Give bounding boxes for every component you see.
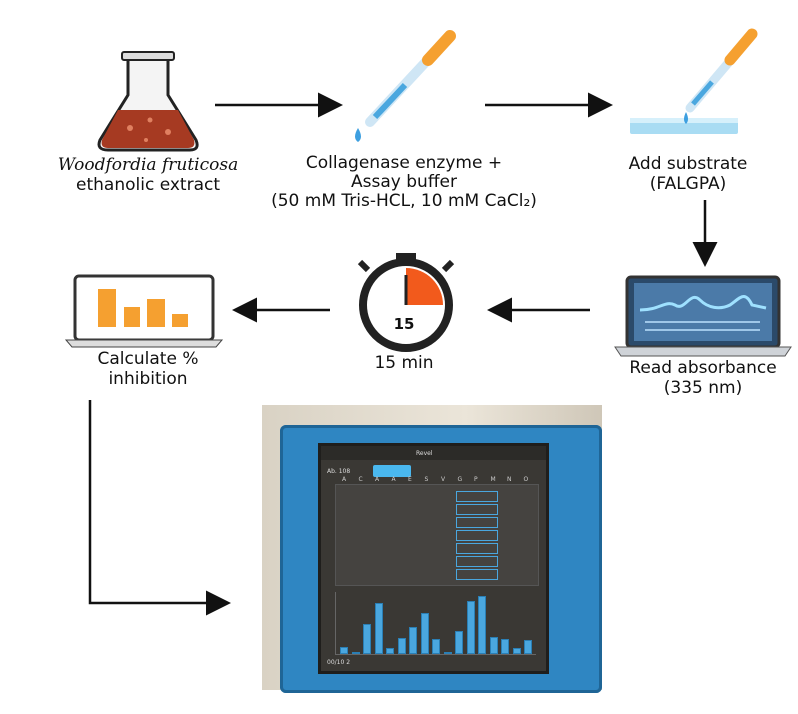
- device-bar: [443, 652, 452, 654]
- enzyme-label-3: (50 mM Tris-HCL, 10 mM CaCl₂): [271, 191, 537, 211]
- device-bar: [340, 647, 348, 654]
- table-cell: [456, 543, 498, 554]
- extract-label-2: ethanolic extract: [76, 175, 220, 195]
- dropper-icon: [355, 30, 456, 142]
- calculate-label-2: inhibition: [108, 369, 188, 389]
- extract-label-1: Woodfordia fruticosa: [57, 155, 239, 175]
- table-cell: [456, 517, 498, 528]
- dropper-slide-icon: [630, 28, 758, 134]
- device-bar: [524, 639, 532, 654]
- table-column-header: E: [408, 476, 412, 483]
- laptop-bar-chart-icon: [64, 274, 224, 348]
- device-bar: [363, 623, 371, 654]
- plate-reader-photo: Revel Ab. 108 A C A A E S V G P M N O 00/10 2: [262, 405, 602, 693]
- device-bar: [351, 651, 360, 654]
- laptop-spectrum-icon: [614, 275, 792, 357]
- flask-icon: [97, 51, 199, 152]
- device-tab-button[interactable]: [373, 465, 411, 477]
- device-frame: Revel Ab. 108 A C A A E S V G P M N O 00/10 2: [280, 425, 602, 693]
- device-bar: [512, 648, 521, 654]
- table-column-header: A: [375, 476, 380, 483]
- enzyme-label-1: Collagenase enzyme +: [305, 153, 503, 173]
- substrate-label-1: Add substrate: [628, 154, 748, 174]
- table-column-header: A: [391, 476, 396, 483]
- device-title: Revel: [416, 450, 433, 457]
- device-bar: [501, 638, 509, 654]
- table-cell: [456, 504, 498, 515]
- table-cell: [456, 556, 498, 567]
- table-cell: [456, 491, 498, 502]
- stopwatch-icon: [357, 253, 455, 352]
- device-bar: [455, 630, 463, 654]
- timer-value: 15: [393, 315, 415, 333]
- device-bar: [374, 602, 383, 654]
- device-bar: [386, 648, 394, 654]
- table-column-header: A: [342, 476, 347, 483]
- screen-topbar: Revel: [321, 446, 546, 460]
- substrate-label-2: (FALGPA): [649, 174, 727, 194]
- device-bar: [420, 613, 429, 654]
- table-column-header: O: [523, 476, 529, 483]
- arrow-6: [88, 400, 231, 616]
- device-bar: [397, 637, 406, 654]
- device-bar: [432, 638, 440, 654]
- enzyme-label-2: Assay buffer: [351, 172, 457, 192]
- device-bar: [466, 600, 475, 654]
- device-bar: [409, 627, 417, 654]
- device-footer: 00/10 2: [327, 659, 351, 666]
- device-bar: [489, 636, 498, 654]
- table-column-header: N: [507, 476, 512, 483]
- table-column-header: V: [441, 476, 446, 483]
- device-field: Ab. 108: [327, 468, 351, 475]
- table-column-header: M: [490, 476, 496, 483]
- table-column-header: P: [474, 476, 478, 483]
- table-column-header: G: [457, 476, 463, 483]
- calculate-label-1: Calculate %: [97, 349, 199, 369]
- absorbance-label-2: (335 nm): [663, 378, 743, 398]
- table-cell: [456, 569, 498, 580]
- table-column-header: S: [424, 476, 429, 483]
- table-column-header: C: [358, 476, 363, 483]
- device-bar: [478, 596, 486, 654]
- table-cell: [456, 530, 498, 541]
- device-screen: Revel Ab. 108 A C A A E S V G P M N O 00/10 2: [318, 443, 549, 674]
- incubation-label: 15 min: [374, 353, 434, 373]
- device-bar-chart: [335, 592, 536, 655]
- absorbance-label-1: Read absorbance: [629, 358, 777, 378]
